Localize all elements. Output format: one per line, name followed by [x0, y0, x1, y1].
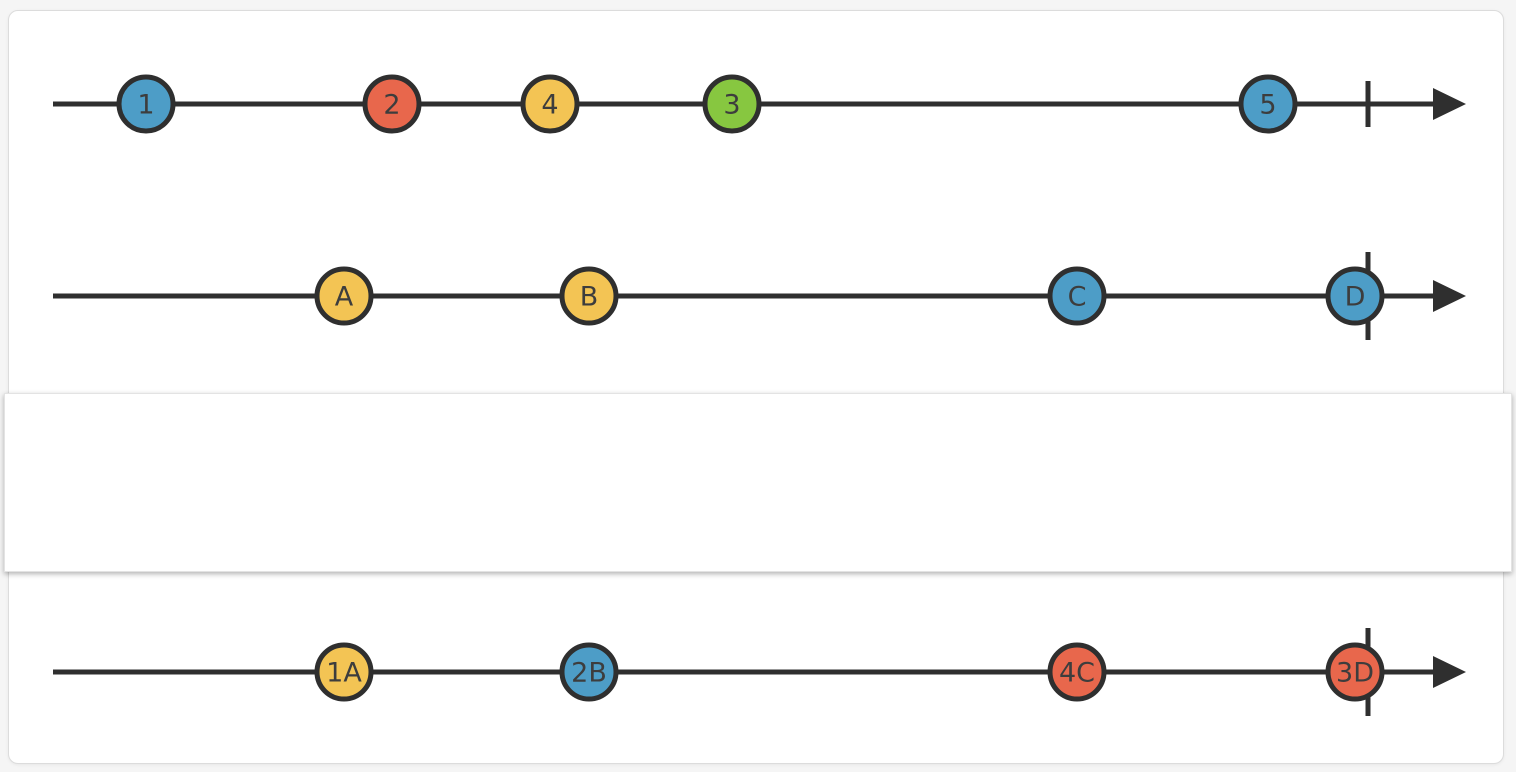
marble-label: 1A: [326, 657, 362, 688]
marble-circle[interactable]: [702, 74, 762, 134]
marble-circle[interactable]: [1325, 266, 1385, 326]
marble-D[interactable]: D: [1325, 266, 1385, 326]
marble-circle: [1047, 642, 1107, 702]
marble-circle[interactable]: [116, 74, 176, 134]
marble-circle[interactable]: [314, 266, 374, 326]
arrowhead-icon: [1433, 280, 1466, 312]
marble-label: 4: [541, 89, 558, 120]
marble-circle[interactable]: [362, 74, 422, 134]
marble-label: 2B: [571, 657, 607, 688]
marble-B[interactable]: B: [559, 266, 619, 326]
marble-label: A: [335, 281, 354, 312]
marble-C[interactable]: C: [1047, 266, 1107, 326]
marble-5[interactable]: 5: [1238, 74, 1298, 134]
marble-1A: 1A: [314, 642, 374, 702]
timeline-output-stream: 1A 2B 4C 3D: [53, 628, 1466, 716]
operator-box: [4, 393, 1512, 572]
marble-label: 3D: [1336, 657, 1374, 688]
marble-label: 5: [1259, 89, 1276, 120]
timeline-input-stream-2: A B C D: [53, 252, 1466, 340]
marble-label: C: [1068, 281, 1087, 312]
marble-label: 4C: [1059, 657, 1095, 688]
diagram-card: [8, 10, 1504, 764]
marble-3[interactable]: 3: [702, 74, 762, 134]
marble-circle[interactable]: [520, 74, 580, 134]
marble-circle: [314, 642, 374, 702]
arrowhead-icon: [1433, 656, 1466, 688]
marble-circle[interactable]: [559, 266, 619, 326]
marble-2B: 2B: [559, 642, 619, 702]
arrowhead-icon: [1433, 88, 1466, 120]
marble-label: B: [580, 281, 599, 312]
marble-label: 2: [383, 89, 400, 120]
marble-circle: [559, 642, 619, 702]
marble-4C: 4C: [1047, 642, 1107, 702]
marble-label: 1: [137, 89, 154, 120]
marble-circle: [1325, 642, 1385, 702]
marble-1[interactable]: 1: [116, 74, 176, 134]
marble-2[interactable]: 2: [362, 74, 422, 134]
marble-4[interactable]: 4: [520, 74, 580, 134]
marble-circle[interactable]: [1238, 74, 1298, 134]
marble-circle[interactable]: [1047, 266, 1107, 326]
marble-label: D: [1345, 281, 1366, 312]
marble-A[interactable]: A: [314, 266, 374, 326]
timeline-input-stream-1: 1 2 4 3 5: [53, 74, 1466, 134]
marble-3D: 3D: [1325, 642, 1385, 702]
marble-label: 3: [723, 89, 740, 120]
